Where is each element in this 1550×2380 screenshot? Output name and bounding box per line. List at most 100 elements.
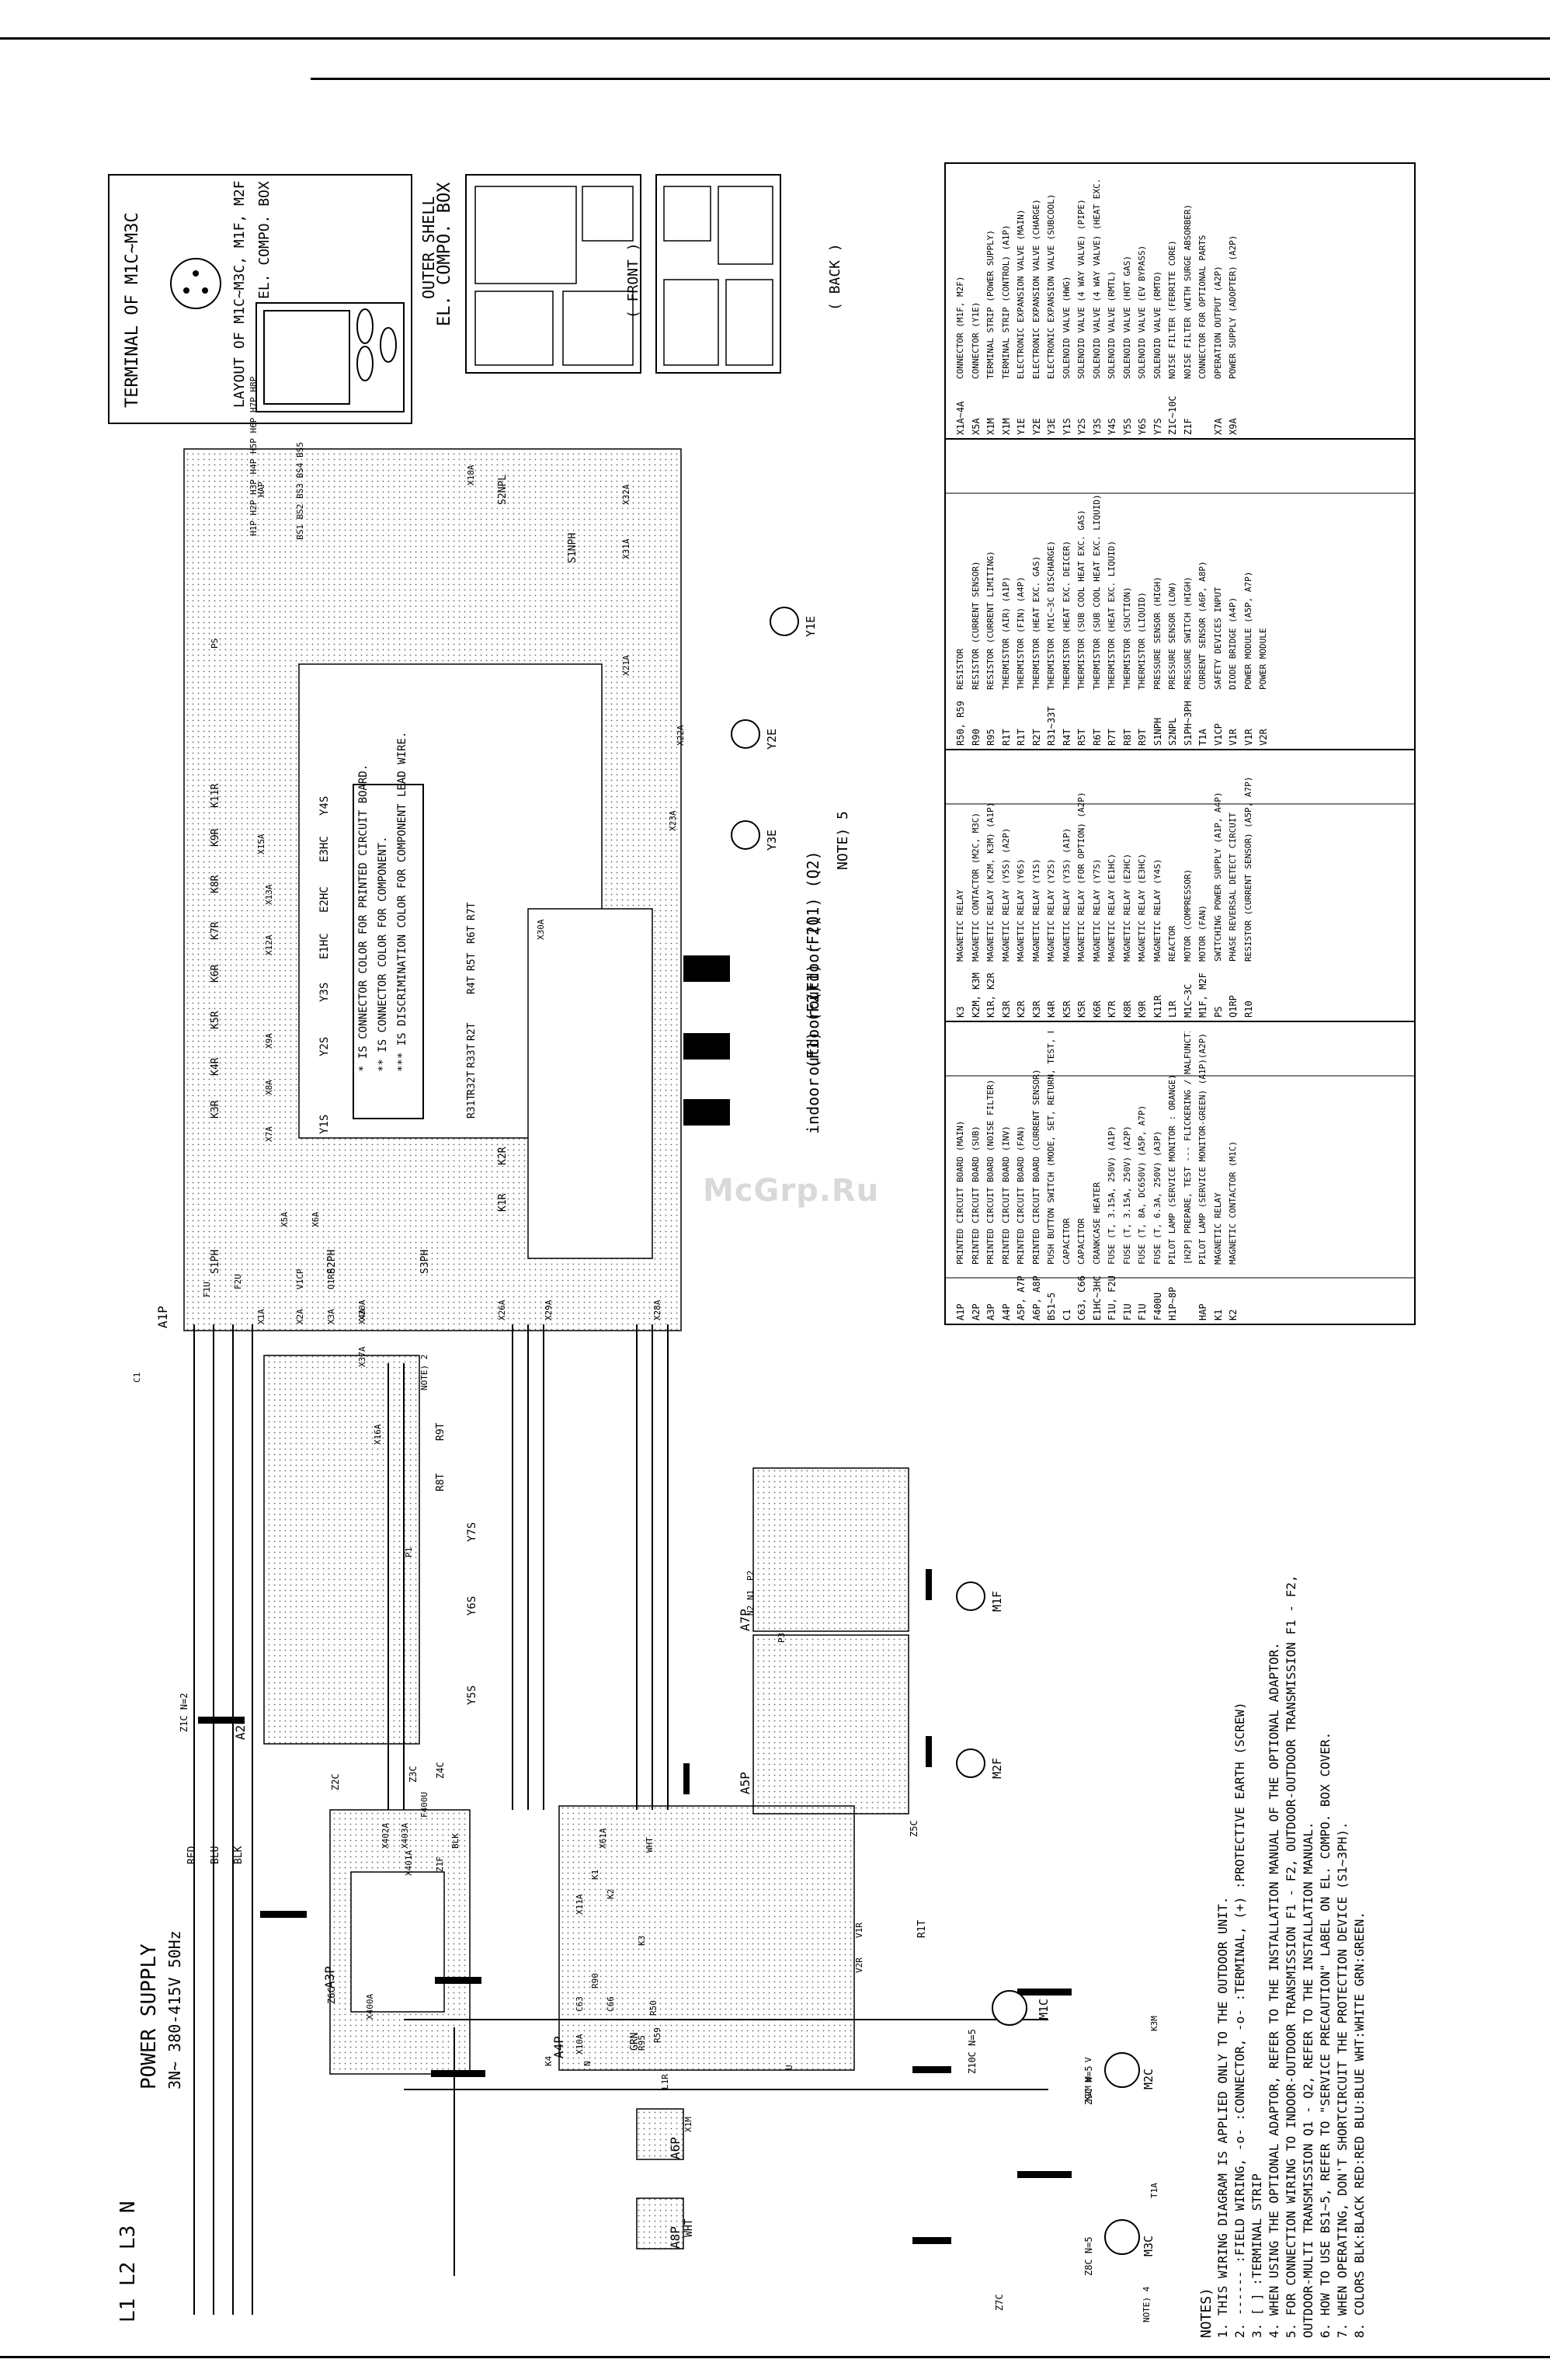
legend-code: K11R <box>1152 995 1163 1018</box>
legend-description: DIODE BRIDGE (A4P) <box>1228 597 1238 690</box>
label-misc: U <box>784 2065 794 2070</box>
legend-description: THERMISTOR (AIR) (A1P) <box>1000 576 1011 690</box>
top-rule <box>0 37 1550 40</box>
label-misc: L1R <box>660 2074 670 2089</box>
label-boards: A3P <box>322 1966 337 1989</box>
legend-code: R5T <box>1076 729 1087 746</box>
note-6: 6. HOW TO USE BS1~5, REFER TO "SERVICE P… <box>1318 1731 1333 2338</box>
label-relays: K5R <box>210 1011 221 1029</box>
label-misc: W <box>1083 2076 1093 2082</box>
legend-description: PRESSURE SENSOR (LOW) <box>1167 581 1177 690</box>
label-thermistors: R4T <box>466 976 478 994</box>
label-pressure: S1NPH <box>567 532 579 563</box>
legend-code: V1CP <box>1212 723 1224 746</box>
header-rule <box>311 78 1550 80</box>
label-relays: K11R <box>210 783 221 808</box>
legend-description: SAFETY DEVICES INPUT <box>1212 586 1223 690</box>
legend-description: MOTOR (COMPRESSOR) <box>1182 868 1193 962</box>
legend-code: R7T <box>1107 729 1117 746</box>
legend-code: Y3E <box>1046 418 1057 435</box>
label-misc: BLK <box>450 1833 460 1849</box>
motor-icons <box>731 607 1140 2255</box>
label-cores: Z10C N=5 <box>967 2029 978 2074</box>
label-valves: Y7S <box>466 1522 478 1542</box>
legend-code: Z1F <box>1182 418 1194 435</box>
legend-code: S2NPL <box>1167 717 1178 746</box>
legend-description: PILOT LAMP (SERVICE MONITOR : ORANGE) <box>1167 1073 1177 1265</box>
bottom-rule <box>0 2356 1550 2358</box>
legend-description: ELECTRONIC EXPANSION VALVE (CHARGE) <box>1030 199 1041 379</box>
note-1: 1. THIS WIRING DIAGRAM IS APPLIED ONLY T… <box>1215 1896 1230 2338</box>
label-relays: K3R <box>210 1100 221 1119</box>
watermark: McGrp.Ru <box>703 1173 880 1209</box>
legend-description: RESISTOR <box>955 649 965 690</box>
label-thermistors: R1T <box>916 1919 928 1938</box>
legend-description: PRINTED CIRCUIT BOARD (FAN) <box>1016 1126 1026 1265</box>
label-connectors: X22A <box>676 725 686 746</box>
legend-code: F1U <box>1137 1303 1148 1320</box>
legend-description: PRESSURE SENSOR (HIGH) <box>1152 576 1162 690</box>
label-motors: M2F <box>990 1757 1004 1779</box>
legend-code: C1 <box>1061 1309 1072 1320</box>
legend-code: R1T <box>1000 729 1012 746</box>
legend-code: K2 <box>1228 1309 1239 1320</box>
legend-code: K3 <box>955 1006 966 1018</box>
legend-code: X9A <box>1228 418 1239 435</box>
legend-code: H1P~8P <box>1167 1286 1178 1320</box>
label-valves: Y5S <box>466 1685 478 1705</box>
noise-filter-board-a3p <box>329 1809 471 2075</box>
legend-description: SOLENOID VALVE (HWG) <box>1061 276 1072 379</box>
label-cores: Z6C <box>326 1987 337 2004</box>
legend-description: RESISTOR (CURRENT SENSOR) (A5P, A7P) <box>1242 776 1253 962</box>
label-connectors: X6A <box>311 1212 321 1227</box>
label-motors: Y1E <box>804 615 818 637</box>
label-connectors: X31A <box>621 538 631 560</box>
legend-code: E1HC~3HC <box>1091 1275 1103 1320</box>
label-cores: Z7C <box>994 2294 1005 2311</box>
legend-code: Z1C~10C <box>1167 395 1178 435</box>
legend-description: SOLENOID VALVE (HOT GAS) <box>1121 256 1132 379</box>
label-connectors: X32A <box>621 484 631 506</box>
legend-code: K9R <box>1137 1000 1148 1018</box>
label-misc: R50 <box>648 2000 659 2016</box>
label-valves: Y2S <box>318 1036 331 1056</box>
label-misc: NOTE) 2 <box>419 1354 429 1390</box>
terminal-circle-icon <box>170 258 221 309</box>
legend-description: SOLENOID VALVE (4 WAY VALVE) (PIPE) <box>1076 199 1086 379</box>
label-connectors: X1A <box>256 1309 266 1324</box>
legend-description: THERMISTOR (FIN) (A4P) <box>1016 576 1026 690</box>
legend-code: R31~33T <box>1046 706 1057 746</box>
legend-code: V1R <box>1242 729 1254 746</box>
legend-code: R1T <box>1016 729 1027 746</box>
legend-code: K2M, K3M <box>970 973 982 1018</box>
label-connectors: X18A <box>466 465 476 486</box>
label-misc: R95 <box>637 2035 647 2051</box>
legend-description: THERMISTOR (HEAT EXC. DEICER) <box>1061 540 1072 690</box>
label-connectors: X9A <box>264 1033 274 1049</box>
legend-description: [H2P] PREPARE, TEST --- FLICKERING / MAL… <box>1182 1032 1193 1265</box>
label-motors: M3C <box>1142 2235 1156 2256</box>
legend-description: PUSH BUTTON SWITCH (MODE, SET, RETURN, T… <box>1046 1032 1056 1265</box>
legend-code: X5A <box>970 418 982 435</box>
legend-code: X7A <box>1212 418 1224 435</box>
note-8: 8. COLORS BLK:BLACK RED:RED BLU:BLUE WHT… <box>1352 1911 1367 2338</box>
legend-description: MOTOR (FAN) <box>1197 905 1208 962</box>
power-supply-title: POWER SUPPLY <box>137 1943 161 2089</box>
legend-code: K2R <box>1016 1000 1027 1018</box>
legend-description: MAGNETIC RELAY (Y4S) <box>1152 858 1162 962</box>
label-motors: Y3E <box>765 829 779 851</box>
label-misc: C1 <box>132 1372 142 1383</box>
legend-code: L1R <box>1167 1000 1178 1018</box>
legend-code: X1M <box>985 418 996 435</box>
label-connectors: X15A <box>256 833 266 855</box>
legend-description: THERMISTOR (HEAT EXC. LIQUID) <box>1107 540 1117 690</box>
label-connectors: X30A <box>536 919 546 941</box>
label-cores: Z5C <box>909 1820 919 1837</box>
label-valves: Y4S <box>318 795 331 816</box>
label-misc: F1U <box>202 1282 212 1297</box>
label-connectors: X401A <box>404 1849 414 1876</box>
legend-code: K4R <box>1046 1000 1057 1018</box>
label-motors: M1F <box>990 1590 1004 1612</box>
label-misc: T1A <box>1149 2183 1159 2198</box>
